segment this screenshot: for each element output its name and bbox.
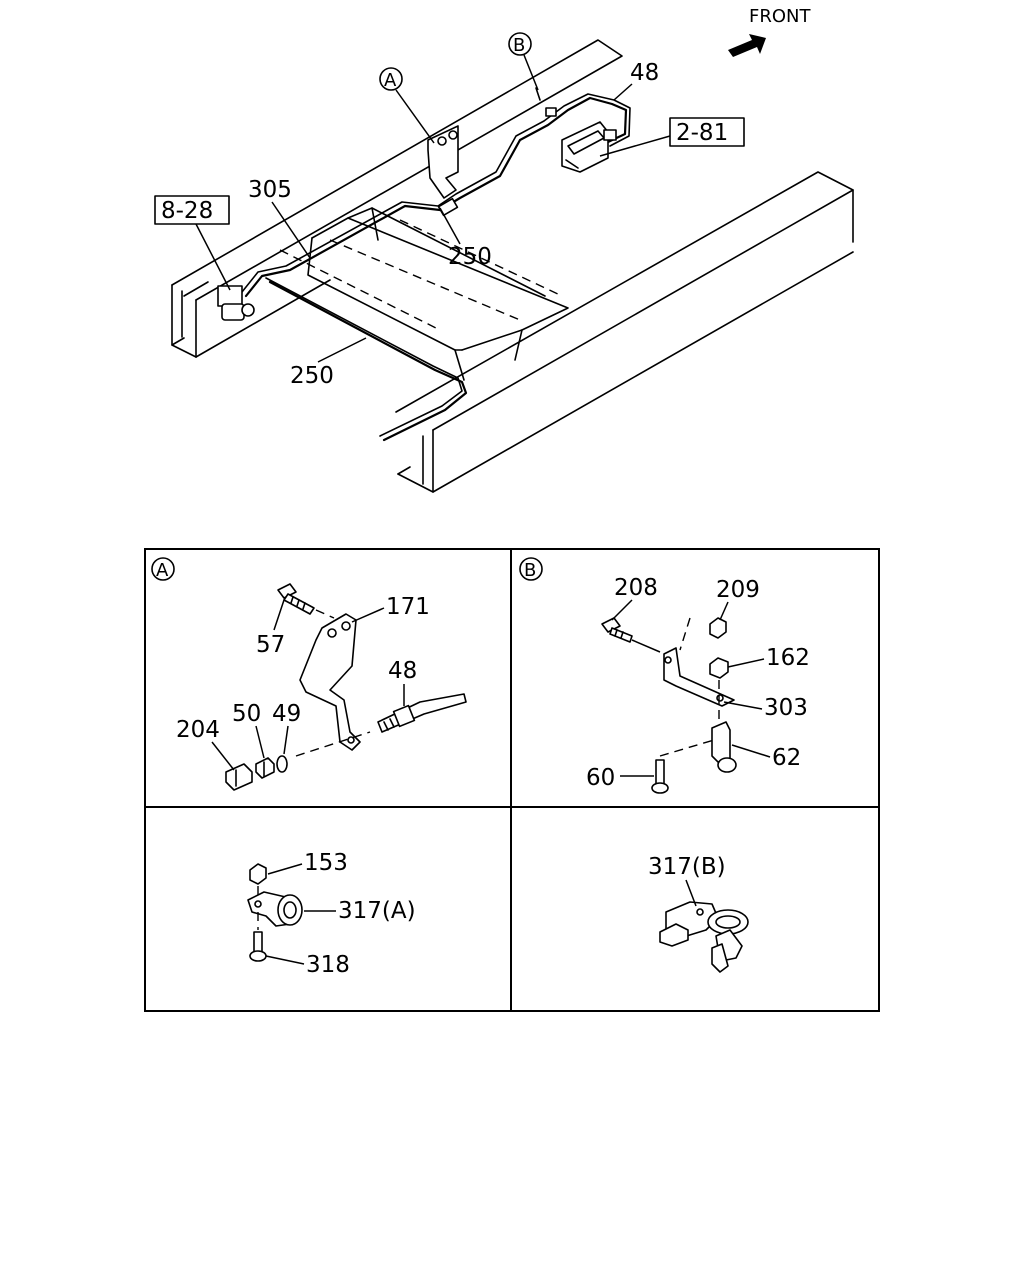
nut-162-icon xyxy=(709,657,729,679)
detail-a-part-49: 49 xyxy=(272,701,301,727)
detail-b-panel: B 208 20 xyxy=(519,557,810,794)
bolt-208-icon xyxy=(601,617,633,643)
detail-b-part-162: 162 xyxy=(766,645,810,671)
nut-209-icon xyxy=(709,617,727,639)
callout-b-label: B xyxy=(513,35,525,56)
bolt-60-icon xyxy=(651,759,669,794)
chassis-illustration xyxy=(171,39,854,493)
clamp-317b-icon xyxy=(659,901,749,973)
callout-a-circle xyxy=(379,67,403,91)
detail-a-part-57: 57 xyxy=(256,632,285,658)
detail-a-part-171: 171 xyxy=(386,594,430,620)
detail-a-panel: A xyxy=(151,557,467,791)
detail-grid xyxy=(144,548,880,1012)
ref-2-81-box xyxy=(669,117,745,147)
detail-b-part-303: 303 xyxy=(764,695,808,721)
nut-50-icon xyxy=(255,757,275,779)
ref-8-28-box xyxy=(154,195,230,225)
detail-b-part-62: 62 xyxy=(772,745,801,771)
callout-b-circle xyxy=(508,32,532,56)
clip-62-icon xyxy=(711,721,737,773)
detail-c-part-317a: 317(A) xyxy=(338,898,416,924)
detail-c-panel: 153 317(A) 318 xyxy=(247,850,416,978)
detail-d-panel: 317(B) xyxy=(648,854,749,973)
bolt-318-icon xyxy=(249,931,267,962)
detail-c-part-153: 153 xyxy=(304,850,348,876)
front-arrow-icon xyxy=(728,34,766,57)
front-label: FRONT xyxy=(749,6,811,27)
detail-a-part-204: 204 xyxy=(176,717,220,743)
nut-204-icon xyxy=(225,763,253,791)
front-indicator: FRONT xyxy=(728,6,811,57)
detail-b-part-60: 60 xyxy=(586,765,615,791)
part-250-upper-label: 250 xyxy=(448,244,492,270)
detail-d-part-317b: 317(B) xyxy=(648,854,726,880)
part-305-label: 305 xyxy=(248,177,292,203)
bracket-303-icon xyxy=(663,647,735,707)
detail-a-part-50: 50 xyxy=(232,701,261,727)
nut-153-icon xyxy=(249,863,267,885)
part-48-label: 48 xyxy=(630,60,659,86)
fitting-48-icon xyxy=(377,693,467,733)
bracket-171-icon xyxy=(299,613,361,751)
bolt-57-icon xyxy=(277,583,315,615)
detail-a-title: A xyxy=(156,560,169,581)
main-callouts: A B 48 2-81 8-28 305 250 250 xyxy=(154,32,745,389)
callout-a-label: A xyxy=(384,70,397,91)
ref-2-81-label: 2-81 xyxy=(676,120,728,146)
detail-b-part-208: 208 xyxy=(614,575,658,601)
detail-c-part-318: 318 xyxy=(306,952,350,978)
detail-a-part-48: 48 xyxy=(388,658,417,684)
washer-49-icon xyxy=(276,755,288,773)
detail-b-part-209: 209 xyxy=(716,577,760,603)
clamp-317a-icon xyxy=(247,891,303,927)
ref-8-28-label: 8-28 xyxy=(161,198,213,224)
detail-b-title: B xyxy=(524,560,536,581)
part-250-lower-label: 250 xyxy=(290,363,334,389)
